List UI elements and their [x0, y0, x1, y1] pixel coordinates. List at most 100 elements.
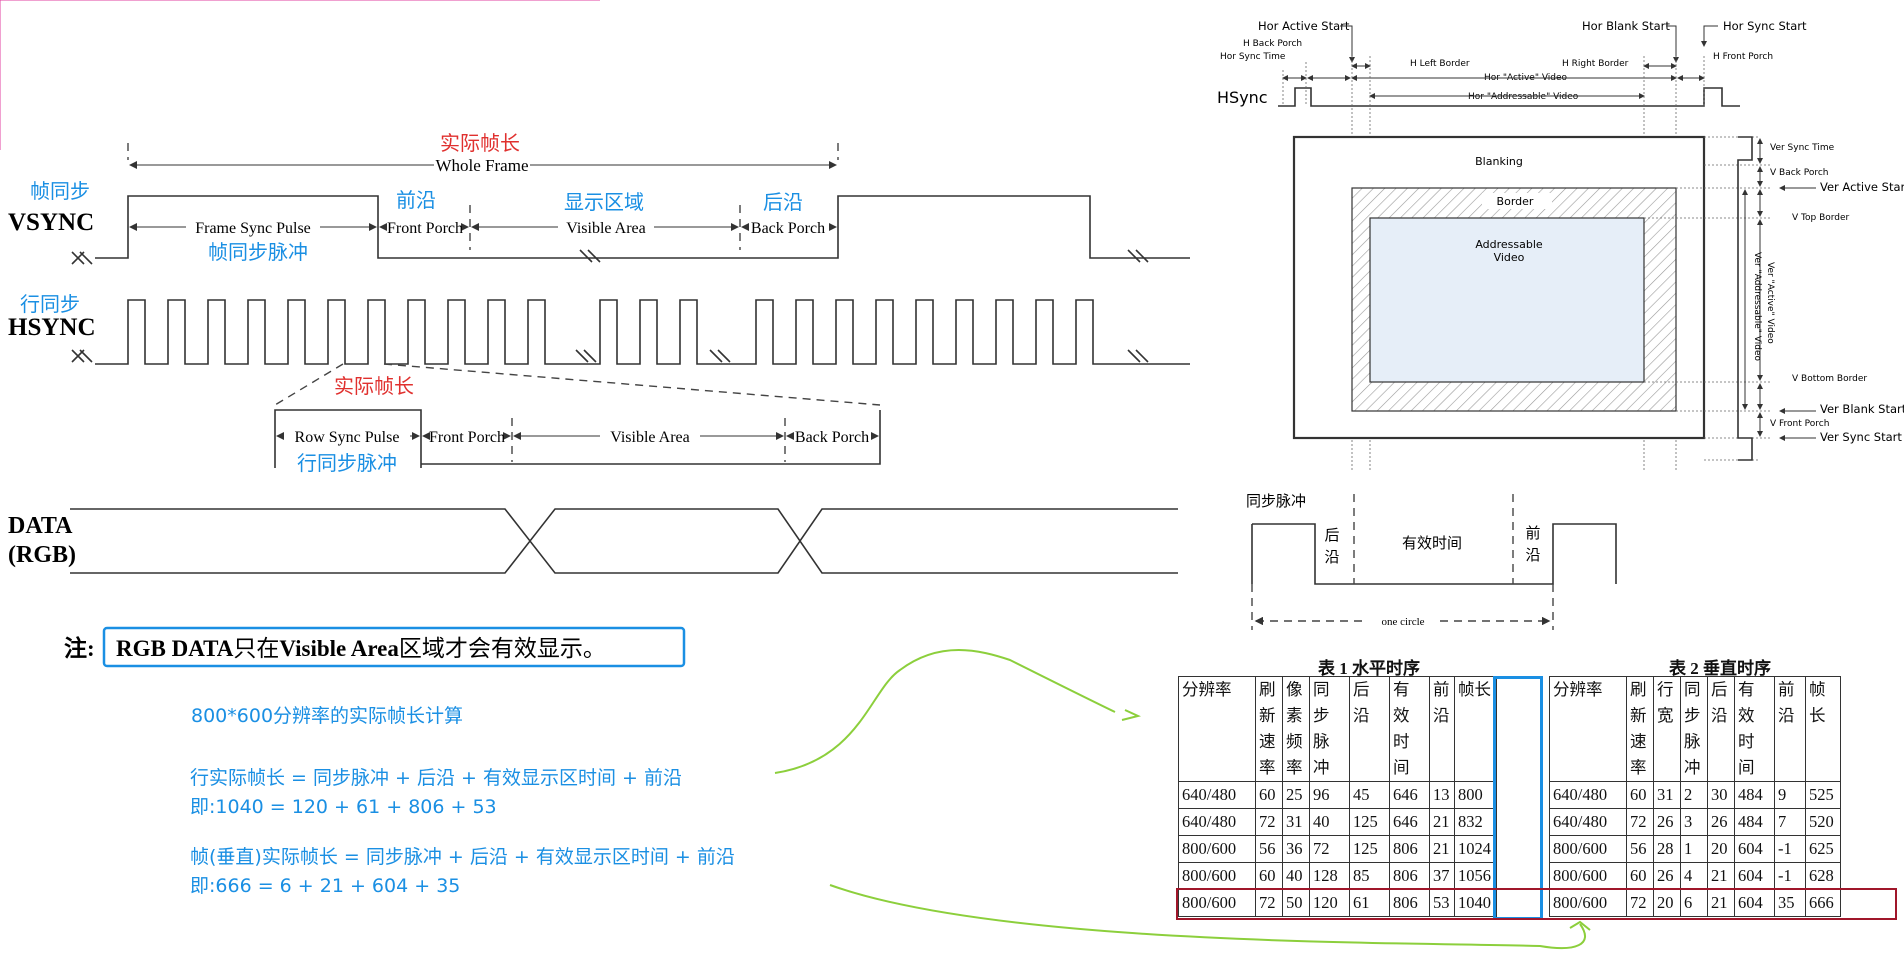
ver-addressable-video-label: Ver "Addressable" Video: [1752, 252, 1762, 362]
vsync-pulse-cn: 帧同步脉冲: [208, 240, 308, 264]
table-cell: 640/480: [1178, 808, 1256, 836]
table-cell: 604: [1734, 862, 1775, 890]
vertical-guide-lines: [1282, 56, 1705, 470]
v-top-border-label: V Top Border: [1792, 213, 1850, 223]
cycle-one-circle-label: one circle: [1381, 616, 1424, 628]
table-cell: 1024: [1454, 835, 1497, 863]
vsync-whole-frame-cn: 实际帧长: [440, 131, 520, 155]
table-cell: 3: [1680, 808, 1708, 836]
corner-decoration: [0, 0, 600, 150]
hsync-front-label: Front Porch: [429, 429, 505, 446]
table-cell: 53: [1429, 889, 1455, 917]
table-cell: 640/480: [1549, 781, 1627, 809]
row-800-600-72-highlight: [1176, 888, 1897, 920]
cycle-back-label-1: 后: [1324, 526, 1339, 544]
vsync-cn-name: 帧同步: [30, 179, 90, 203]
table-header-cell: 刷新速率: [1626, 676, 1654, 782]
hsync-visible-label: Visible Area: [610, 429, 689, 446]
table-cell: 21: [1707, 889, 1735, 917]
table-header-row: 分辨率刷新速率像素频率同步脉冲后沿有效时间前沿帧长: [1178, 676, 1497, 782]
vsync-visible-label: Visible Area: [566, 220, 645, 237]
border-label: Border: [1497, 195, 1534, 208]
hsync-detail-cn: 实际帧长: [334, 374, 414, 398]
table-cell: 646: [1389, 781, 1430, 809]
table-cell: 7: [1774, 808, 1806, 836]
vsync-back-cn: 后沿: [763, 190, 803, 214]
calc-v-example: 即:666 = 6 + 21 + 604 + 35: [190, 875, 461, 897]
table-cell: 72: [1255, 808, 1283, 836]
table-header-cell: 分辨率: [1178, 676, 1256, 782]
vsync-break-mid: [579, 249, 601, 263]
table-cell: 666: [1805, 889, 1841, 917]
table-cell: 800/600: [1178, 862, 1256, 890]
table-header-cell: 前沿: [1429, 676, 1455, 782]
table-cell: 40: [1282, 862, 1310, 890]
vsync-visible-cn: 显示区域: [564, 190, 644, 214]
v-bottom-border-label: V Bottom Border: [1792, 374, 1867, 384]
table-cell: 832: [1454, 808, 1497, 836]
table-cell: 520: [1805, 808, 1841, 836]
data-bottom-line: [70, 539, 1178, 574]
table-cell: 1040: [1454, 889, 1497, 917]
table-cell: -1: [1774, 862, 1806, 890]
cycle-dividers: [1251, 494, 1554, 630]
table-cell: 800/600: [1549, 889, 1627, 917]
table-cell: 9: [1774, 781, 1806, 809]
hsync-cn-name: 行同步: [20, 292, 80, 316]
note-prefix: 注:: [64, 635, 95, 661]
table-cell: 60: [1626, 862, 1654, 890]
table-cell: 31: [1282, 808, 1310, 836]
hsync-back-label: Back Porch: [795, 429, 869, 446]
cycle-front-label-2: 沿: [1525, 546, 1540, 564]
table-cell: 640/480: [1178, 781, 1256, 809]
hsync-figure-waveform: [1278, 87, 1740, 107]
vsync-break-left: [71, 251, 93, 265]
table-cell: 28: [1653, 835, 1681, 863]
hsync-waveform: [95, 299, 1190, 365]
data-signal: DATA (RGB): [8, 508, 1178, 574]
addressable-label-line1: Addressable: [1475, 238, 1543, 251]
table-cell: 72: [1626, 889, 1654, 917]
ver-active-video-label: Ver "Active" Video: [1765, 262, 1775, 344]
hsync-break-mid1: [575, 349, 597, 363]
table1-caption: 表 1 水平时序: [1318, 659, 1420, 678]
table-cell: 128: [1309, 862, 1350, 890]
table-header-cell: 刷新速率: [1255, 676, 1283, 782]
hor-sync-start-pointer: [1701, 25, 1718, 47]
table-cell: 61: [1349, 889, 1390, 917]
hsync-pulse-cn: 行同步脉冲: [297, 451, 397, 475]
vsync-back-label: Back Porch: [751, 220, 825, 237]
table-header-row: 分辨率刷新速率行宽同步脉冲后沿有效时间前沿帧长: [1549, 676, 1841, 782]
green-arrow-head-table2: [1569, 920, 1591, 931]
table-header-cell: 有效时间: [1389, 676, 1430, 782]
table-cell: -1: [1774, 835, 1806, 863]
ver-blank-start-label: Ver Blank Start: [1820, 402, 1904, 416]
table-cell: 26: [1653, 808, 1681, 836]
table-header-cell: 帧长: [1454, 676, 1497, 782]
ver-sync-start-label: Ver Sync Start: [1820, 430, 1902, 444]
hor-addressable-video-label: Hor "Addressable" Video: [1468, 92, 1579, 102]
cycle-waveform: [1251, 523, 1617, 585]
green-arrow-head-table1: [1121, 709, 1141, 721]
table-cell: 60: [1626, 781, 1654, 809]
table-cell: 125: [1349, 808, 1390, 836]
addressable-label-line2: Video: [1494, 251, 1525, 264]
hsync-break-mid2: [709, 349, 731, 363]
ver-active-start-label: Ver Active Start: [1820, 180, 1904, 194]
table-cell: 26: [1707, 808, 1735, 836]
calc-h-formula: 行实际帧长 = 同步脉冲 + 后沿 + 有效显示区时间 + 前沿: [190, 767, 682, 789]
cycle-front-label-1: 前: [1525, 524, 1540, 542]
table-cell: 800/600: [1178, 835, 1256, 863]
hor-blank-start-pointer: [1666, 25, 1679, 63]
frame-length-column-highlight: [1493, 676, 1543, 920]
table-cell: 4: [1680, 862, 1708, 890]
zoom-dash-left: [274, 363, 344, 406]
table-cell: 60: [1255, 781, 1283, 809]
